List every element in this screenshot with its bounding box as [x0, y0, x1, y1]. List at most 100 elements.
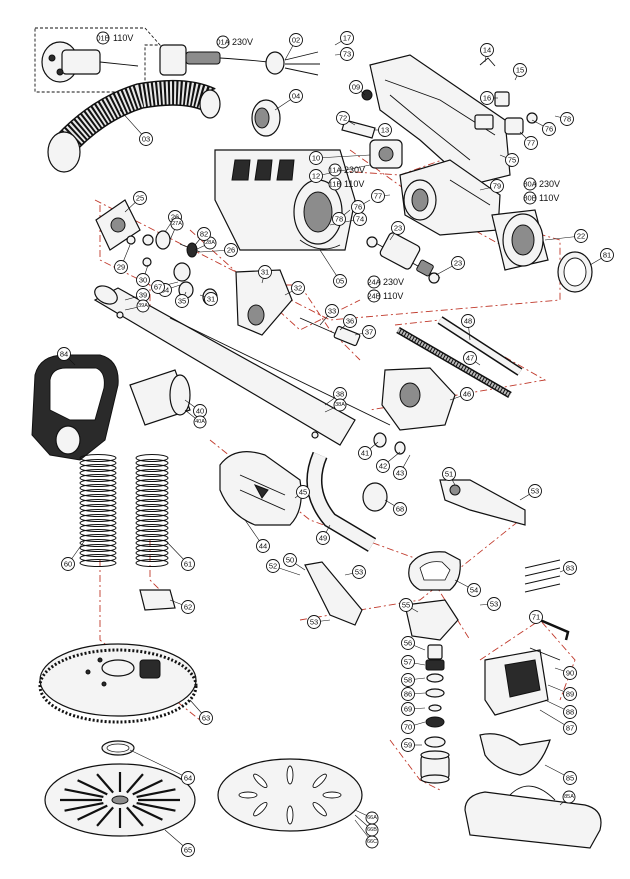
- callout-circle: [325, 304, 339, 318]
- callout-number: 12: [312, 172, 320, 181]
- part-callout-p59: 59: [401, 738, 415, 752]
- callout-number: 31: [207, 295, 215, 304]
- part-callout-p51: 51: [442, 467, 456, 481]
- disc-hole: [286, 765, 294, 785]
- callout-number: 23: [454, 259, 462, 268]
- callout-number: 10: [312, 154, 320, 163]
- callout-circle: [340, 47, 354, 61]
- callout-circle: [401, 702, 415, 716]
- callout-circle: [340, 31, 354, 45]
- callout-number: 02: [292, 36, 300, 45]
- callout-circle: [309, 169, 323, 183]
- part-callout-p31a: 31: [258, 265, 272, 279]
- callout-number: 39: [139, 291, 147, 300]
- callout-labels: 02030405091012131415161722232325262627A2…: [57, 31, 614, 857]
- callout-number: 41: [361, 449, 369, 458]
- callout-circle: [193, 415, 207, 429]
- spring-coil: [135, 454, 169, 462]
- motor-110-label: 110V: [383, 291, 403, 301]
- callout-number: 37: [365, 328, 373, 337]
- pad-slot: [64, 788, 104, 799]
- voltage-labels: 01B 110V 01A 230V 11A 230V 11B 110V 80A …: [96, 31, 560, 303]
- pad-slot: [64, 801, 104, 812]
- spring-coil: [79, 494, 117, 502]
- callout-number: 42: [379, 462, 387, 471]
- carry-bag: [464, 785, 602, 849]
- part-callout-p71: 71: [529, 610, 543, 624]
- callout-number: 53: [490, 600, 498, 609]
- callout-number: 77: [374, 192, 382, 201]
- switch-110-label: 110V: [344, 179, 364, 189]
- callout-number: 66C: [367, 839, 377, 845]
- part-callout-p02: 02: [289, 33, 303, 47]
- callout-circle: [365, 835, 379, 849]
- spring-coil: [79, 549, 117, 557]
- part-callout-p27: 27A: [170, 217, 184, 231]
- callout-number: 35: [178, 297, 186, 306]
- callout-circle: [352, 565, 366, 579]
- callout-number: 58: [404, 676, 412, 685]
- part-callout-p63: 63: [199, 711, 213, 725]
- spring-coil: [135, 489, 169, 497]
- spring-coil: [79, 529, 117, 537]
- part-callout-p40a: 40A: [193, 415, 207, 429]
- callout-circle: [61, 557, 75, 571]
- shaft-stack: [420, 644, 450, 784]
- callout-circle: [393, 502, 407, 516]
- main-tube: [93, 285, 391, 446]
- spring-coil: [135, 474, 169, 482]
- gear-cover: [219, 451, 302, 526]
- spring-coil: [135, 529, 169, 537]
- callout-number: 64: [184, 774, 192, 783]
- spring-coil: [135, 534, 169, 542]
- callout-circle: [401, 636, 415, 650]
- callout-number: 45: [299, 488, 307, 497]
- part-callout-p75: 75: [505, 153, 519, 167]
- part-callout-p37: 37: [362, 325, 376, 339]
- callout-number: 53: [355, 568, 363, 577]
- part-callout-p38: 38: [333, 387, 347, 401]
- spring-coil: [79, 474, 117, 482]
- part-callout-p41: 41: [358, 446, 372, 460]
- part-callout-p66b: 66B: [365, 823, 379, 837]
- part-callout-p31b: 31: [204, 292, 218, 306]
- spring-coil: [79, 524, 117, 532]
- pad-plate: [44, 763, 196, 837]
- brush-blades: [524, 559, 570, 641]
- callout-number: 26: [171, 213, 179, 222]
- part-callout-p13: 13: [378, 123, 392, 137]
- part-callout-p12: 12: [309, 169, 323, 183]
- callout-circle: [333, 398, 347, 412]
- callout-number: 78: [335, 215, 343, 224]
- part-callout-p48: 48: [461, 314, 475, 328]
- leader-line: [315, 164, 371, 177]
- callout-circle: [401, 738, 415, 752]
- callout-circle: [451, 256, 465, 270]
- callout-circle: [487, 597, 501, 611]
- part-callout-p54: 54: [467, 583, 481, 597]
- callout-number: 84: [60, 350, 68, 359]
- callout-circle: [560, 112, 574, 126]
- callout-circle: [371, 189, 385, 203]
- callout-circle: [401, 687, 415, 701]
- part-callout-p57: 57: [401, 655, 415, 669]
- switch-230-code: 11A: [329, 166, 342, 175]
- callout-circle: [562, 790, 576, 804]
- part-callout-p85a: 85A: [562, 790, 576, 804]
- hose-adapter: [251, 99, 281, 137]
- disc-hole: [238, 791, 258, 799]
- callout-number: 31: [261, 268, 269, 277]
- armature: [366, 232, 441, 284]
- callout-circle: [391, 221, 405, 235]
- part-callout-p50: 50: [283, 553, 297, 567]
- callout-circle: [563, 687, 577, 701]
- callout-circle: [309, 151, 323, 165]
- callout-circle: [332, 212, 346, 226]
- callout-circle: [343, 314, 357, 328]
- callout-number: 39A: [138, 303, 148, 309]
- part-callout-p49: 49: [316, 531, 330, 545]
- callout-circle: [563, 771, 577, 785]
- callout-number: 89: [566, 690, 574, 699]
- stator-110-label: 110V: [539, 193, 559, 203]
- callout-circle: [461, 314, 475, 328]
